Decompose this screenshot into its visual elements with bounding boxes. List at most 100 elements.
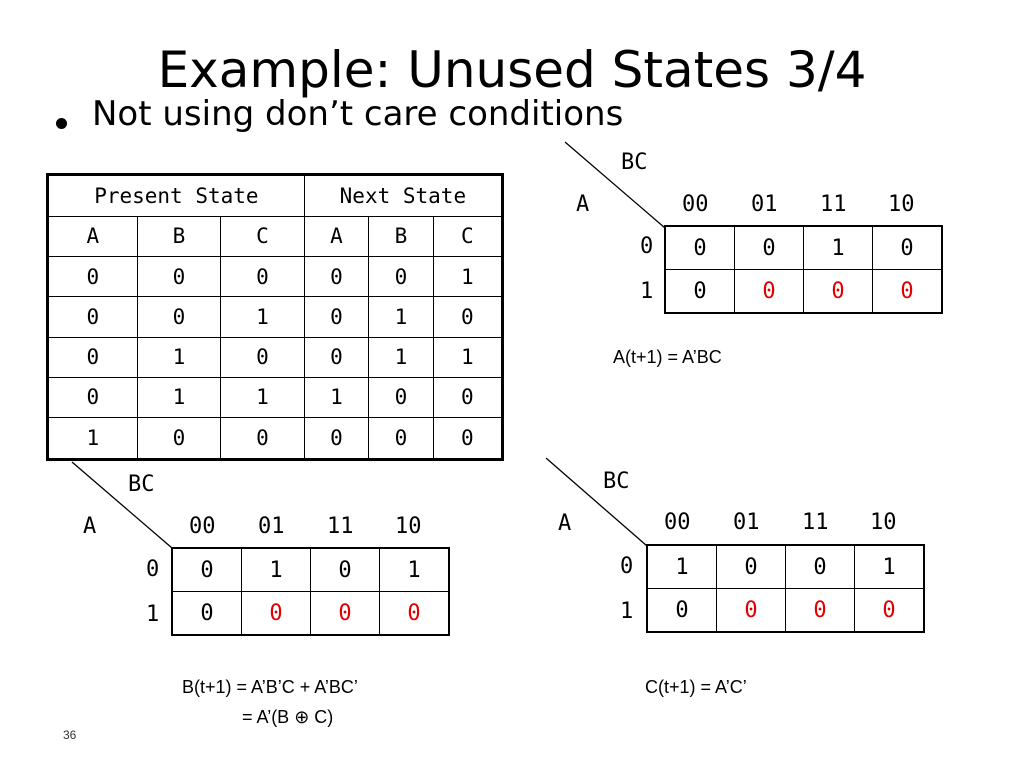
kmap-row: 0 0 1 0 — [664, 225, 943, 270]
column-header: A — [47, 215, 138, 258]
column-header: C — [220, 215, 305, 258]
kmap-b-row-var: A — [83, 514, 97, 539]
kmap-cell-highlight: 0 — [803, 269, 873, 314]
table-cell: 0 — [432, 417, 504, 460]
kmap-cell: 0 — [785, 544, 855, 589]
kmap-a-row-label: 0 — [640, 234, 654, 259]
table-cell: 0 — [136, 417, 222, 460]
table-row: 0 0 0 0 0 1 — [47, 256, 504, 298]
table-cell: 1 — [47, 417, 138, 460]
table-cell: 0 — [136, 296, 222, 338]
kmap-a-col-var: BC — [621, 150, 648, 175]
kmap-cell: 1 — [241, 547, 311, 592]
kmap-c: 1 0 0 1 0 0 0 0 — [646, 544, 925, 633]
kmap-a-col-label: 01 — [751, 192, 778, 217]
bullet-text: Not using don’t care conditions — [92, 94, 624, 134]
kmap-cell: 1 — [646, 544, 717, 589]
kmap-c-col-label: 00 — [664, 510, 691, 535]
kmap-cell-highlight: 0 — [241, 591, 311, 636]
table-row: 1 0 0 0 0 0 — [47, 417, 504, 460]
kmap-cell: 1 — [854, 544, 925, 589]
kmap-row: 0 0 0 0 — [664, 269, 943, 314]
column-header: B — [368, 215, 434, 258]
table-cell: 0 — [303, 417, 370, 460]
kmap-b-row-label: 0 — [146, 557, 160, 582]
present-state-header: Present State — [47, 174, 305, 217]
state-table-column-header: A B C A B C — [47, 215, 504, 258]
kmap-b: 0 1 0 1 0 0 0 0 — [171, 547, 450, 636]
kmap-a-col-label: 10 — [888, 192, 915, 217]
table-cell: 1 — [136, 376, 222, 419]
next-state-header: Next State — [303, 174, 504, 217]
table-cell: 0 — [368, 417, 434, 460]
state-table: Present State Next State A B C A B C 0 0… — [46, 173, 504, 461]
kmap-b-col-label: 01 — [258, 514, 285, 539]
kmap-c-col-label: 10 — [870, 510, 897, 535]
kmap-cell: 0 — [664, 269, 735, 314]
table-cell: 0 — [432, 296, 504, 338]
equation-a: A(t+1) = A’BC — [613, 347, 722, 367]
kmap-a-row-var: A — [576, 192, 590, 217]
kmap-c-col-var: BC — [603, 469, 630, 494]
kmap-row: 0 1 0 1 — [171, 547, 450, 592]
kmap-cell: 0 — [310, 547, 380, 592]
table-cell: 0 — [47, 256, 138, 298]
kmap-b-col-label: 10 — [395, 514, 422, 539]
bullet-dot-icon — [56, 118, 67, 129]
column-header: C — [432, 215, 504, 258]
table-cell: 0 — [368, 376, 434, 419]
kmap-a-col-label: 11 — [820, 192, 847, 217]
table-cell: 1 — [432, 256, 504, 298]
kmap-cell: 0 — [716, 544, 786, 589]
kmap-cell-highlight: 0 — [734, 269, 804, 314]
kmap-a-col-label: 00 — [682, 192, 709, 217]
state-table-group-header: Present State Next State — [47, 174, 504, 217]
table-cell: 0 — [47, 376, 138, 419]
table-cell: 1 — [136, 336, 222, 378]
kmap-c-col-label: 11 — [802, 510, 829, 535]
equation-c: C(t+1) = A’C’ — [645, 677, 747, 697]
table-cell: 0 — [136, 256, 222, 298]
kmap-b-col-label: 11 — [327, 514, 354, 539]
kmap-c-col-label: 01 — [733, 510, 760, 535]
kmap-row: 0 0 0 0 — [646, 588, 925, 633]
table-row: 0 1 0 0 1 1 — [47, 336, 504, 378]
table-cell: 0 — [303, 256, 370, 298]
table-row: 0 0 1 0 1 0 — [47, 296, 504, 338]
table-cell: 1 — [303, 376, 370, 419]
kmap-cell-highlight: 0 — [310, 591, 380, 636]
kmap-b-row-label: 1 — [146, 602, 160, 627]
kmap-cell: 0 — [171, 591, 242, 636]
kmap-row: 1 0 0 1 — [646, 544, 925, 589]
kmap-a: 0 0 1 0 0 0 0 0 — [664, 225, 943, 314]
kmap-c-row-label: 0 — [620, 554, 634, 579]
kmap-cell-highlight: 0 — [854, 588, 925, 633]
page-number: 36 — [63, 728, 77, 742]
kmap-b-col-label: 00 — [189, 514, 216, 539]
table-cell: 0 — [368, 256, 434, 298]
table-cell: 0 — [432, 376, 504, 419]
kmap-cell: 1 — [379, 547, 450, 592]
equation-b-line2: = A’(B ⊕ C) — [242, 707, 334, 727]
table-cell: 1 — [220, 376, 305, 419]
kmap-cell-highlight: 0 — [379, 591, 450, 636]
table-cell: 1 — [220, 296, 305, 338]
table-cell: 1 — [368, 296, 434, 338]
table-cell: 0 — [47, 296, 138, 338]
kmap-cell: 1 — [803, 225, 873, 270]
kmap-cell: 0 — [664, 225, 735, 270]
kmap-cell: 0 — [646, 588, 717, 633]
column-header: A — [303, 215, 370, 258]
table-cell: 0 — [303, 336, 370, 378]
equation-b-line1: B(t+1) = A’B’C + A’BC’ — [182, 677, 358, 697]
kmap-c-row-var: A — [558, 511, 572, 536]
kmap-cell: 0 — [872, 225, 943, 270]
column-header: B — [136, 215, 222, 258]
kmap-cell: 0 — [171, 547, 242, 592]
slide-title: Example: Unused States 3/4 — [157, 41, 867, 99]
table-row: 0 1 1 1 0 0 — [47, 376, 504, 419]
kmap-b-col-var: BC — [128, 472, 155, 497]
kmap-a-row-label: 1 — [640, 279, 654, 304]
kmap-c-row-label: 1 — [620, 599, 634, 624]
table-cell: 0 — [220, 336, 305, 378]
